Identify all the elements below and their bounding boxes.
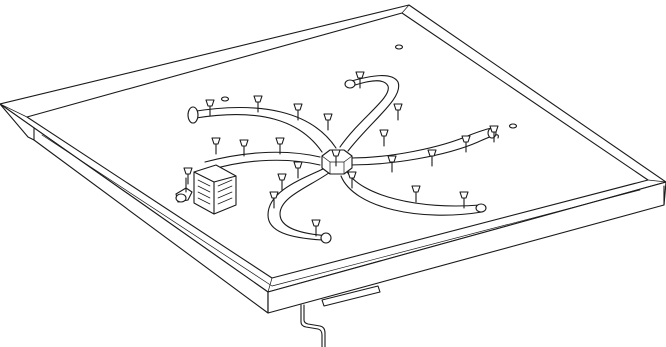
spray-nozzle [461,135,471,153]
spray-nozzle [489,125,499,143]
spray-nozzle [387,155,397,173]
spray-nozzle [311,219,321,237]
tray-holes [220,44,518,129]
spray-nozzle [239,139,249,157]
drain-assembly [300,285,381,347]
tray-rim [0,4,666,293]
tray-side-walls [0,103,666,314]
spray-nozzle [379,129,389,147]
spray-nozzle [275,137,285,155]
spray-arm-upper-right [339,80,389,148]
spray-nozzle [205,99,215,117]
spray-nozzle [323,113,333,131]
spray-nozzle [411,185,421,203]
spray-nozzle [293,103,303,121]
spray-nozzle [427,149,437,167]
spray-arm-upper-left [195,114,323,153]
spray-nozzle [331,149,341,167]
spray-nozzle [183,167,193,185]
spray-nozzle [459,191,469,209]
spray-nozzle [269,191,279,209]
spray-nozzle [277,173,287,191]
spray-arm-lower-left [267,167,326,241]
spray-nozzle [355,71,365,89]
spray-arm-left [204,151,321,163]
nozzles [183,71,499,237]
spray-nozzle [393,103,403,121]
spray-nozzle [293,161,303,179]
junction-box [175,164,237,215]
spray-nozzle [211,137,221,155]
spray-nozzle [253,95,263,113]
spray-nozzle [347,171,357,189]
